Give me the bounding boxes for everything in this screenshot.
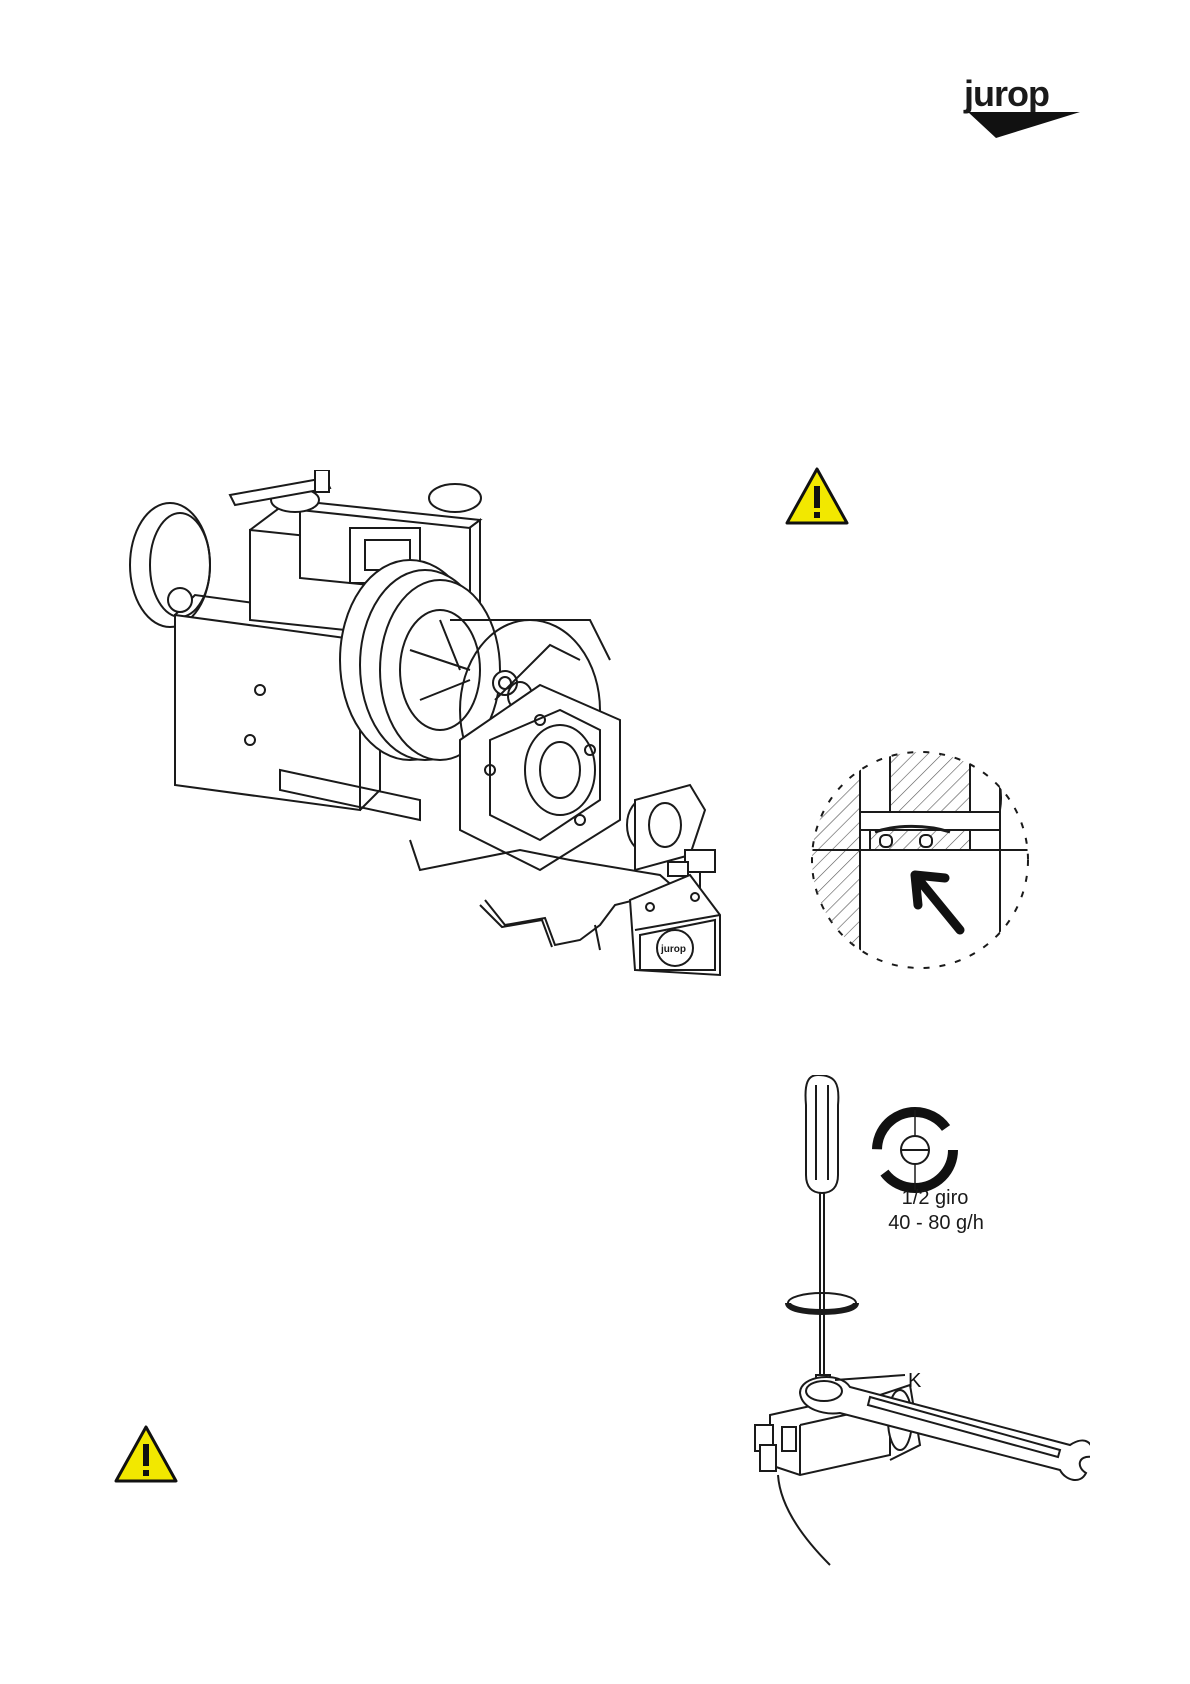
pump-exploded-drawing: jurop bbox=[120, 470, 810, 1055]
arrow-icon bbox=[915, 875, 960, 930]
screw-label: K bbox=[908, 1370, 921, 1393]
warning-icon bbox=[113, 1424, 179, 1484]
rate-label: 40 - 80 g/h bbox=[856, 1212, 1016, 1235]
seal-detail-drawing bbox=[800, 740, 1040, 980]
turn-label: 1/2 giro bbox=[870, 1187, 1000, 1210]
cover-logo-text: jurop bbox=[660, 944, 686, 955]
logo-text: jurop bbox=[963, 73, 1049, 114]
lubricator-adjustment-drawing bbox=[740, 1075, 1090, 1575]
rotation-icon bbox=[877, 1110, 953, 1190]
jurop-logo: jurop bbox=[960, 72, 1085, 142]
